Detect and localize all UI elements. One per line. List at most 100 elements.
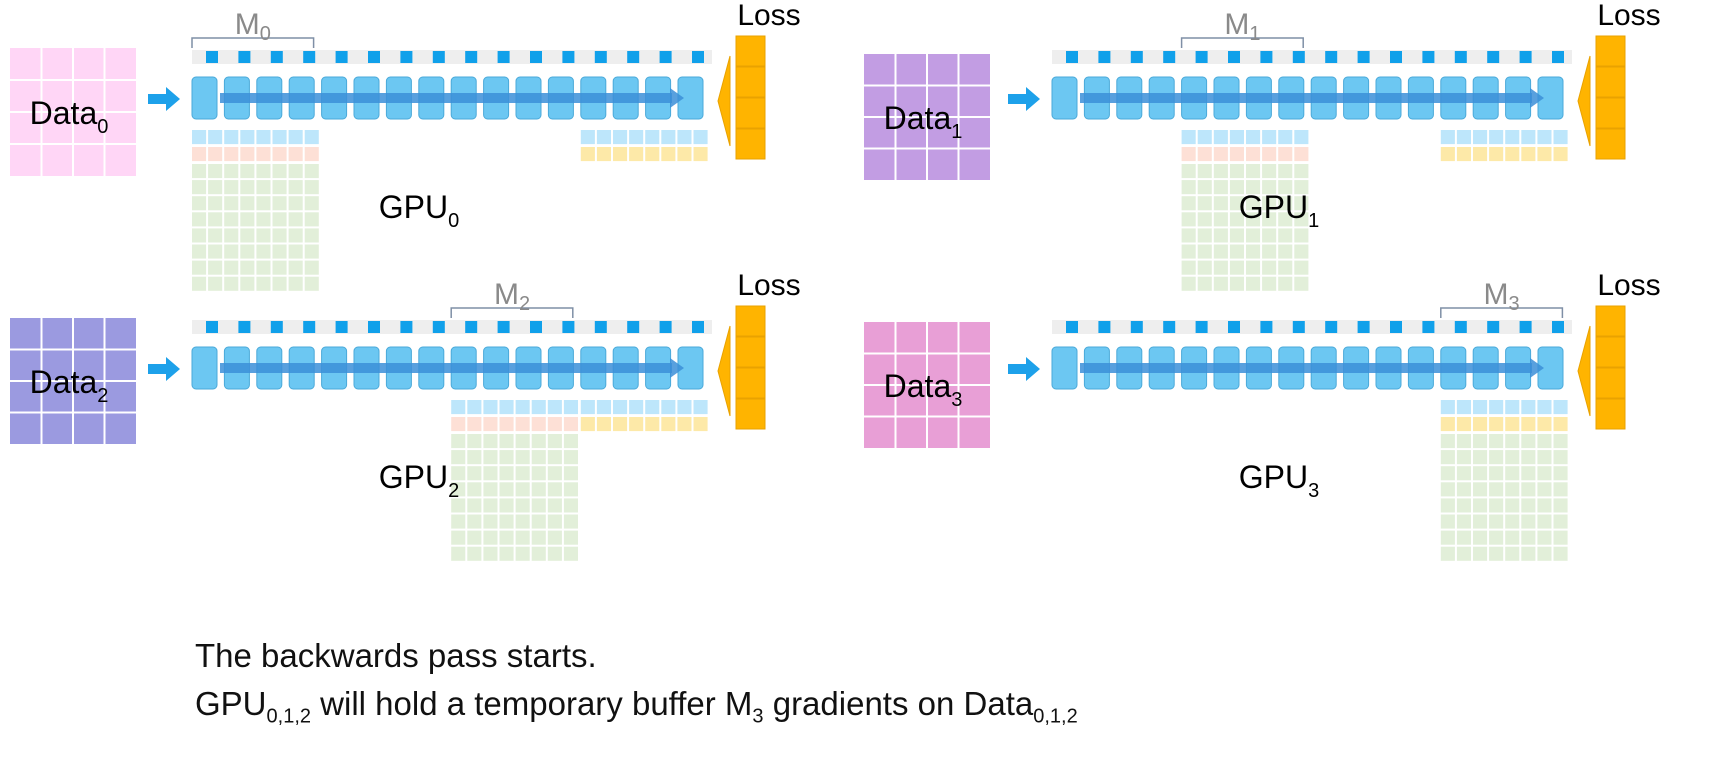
gpu-label-sub: 0 <box>448 210 459 232</box>
param-dot <box>206 321 218 333</box>
param-dot <box>594 51 607 63</box>
buffer-cell <box>531 482 546 497</box>
shard-label-text: M <box>1484 278 1509 311</box>
buffer-cell <box>1262 228 1277 243</box>
param-dot <box>1390 51 1402 63</box>
buffer-cell <box>451 482 466 497</box>
param-dot <box>1422 321 1435 333</box>
caption-line-2: GPU0,1,2 will hold a temporary buffer M3… <box>195 680 1078 741</box>
buffer-cell <box>531 514 546 529</box>
buffer-cell <box>1440 450 1455 465</box>
buffer-cell <box>1278 180 1293 195</box>
buffer-cell <box>304 260 319 275</box>
buffer-cell <box>1537 482 1552 497</box>
buffer-cell <box>1294 147 1309 162</box>
shard-label-text: M <box>494 278 519 311</box>
buffer-cell <box>1229 147 1244 162</box>
buffer-cell <box>1278 244 1293 259</box>
buffer-cell <box>1294 228 1309 243</box>
buffer-cell <box>645 130 660 145</box>
buffer-cell <box>499 530 514 545</box>
loss-cell <box>735 336 766 368</box>
buffer-cell <box>1489 130 1504 145</box>
buffer-cell <box>499 400 514 415</box>
buffer-cell <box>1456 498 1471 513</box>
buffer-cell <box>1505 417 1520 432</box>
buffer-cell <box>256 147 271 162</box>
buffer-cell <box>208 196 223 211</box>
buffer-cell <box>224 164 239 179</box>
param-dot <box>1357 321 1370 333</box>
loss-label: Loss <box>737 0 800 32</box>
buffer-cell <box>1505 482 1520 497</box>
buffer-cell <box>224 196 239 211</box>
buffer-cell <box>1505 147 1520 162</box>
buffer-cell <box>483 400 498 415</box>
input-arrow-icon <box>1008 357 1040 381</box>
param-dot <box>335 51 348 63</box>
buffer-cell <box>1213 276 1228 291</box>
layer-box <box>191 76 218 120</box>
buffer-cell <box>240 196 255 211</box>
loss-cell <box>735 305 766 337</box>
caption-text-a: will hold a temporary buffer M <box>311 685 753 722</box>
buffer-cell <box>1456 130 1471 145</box>
buffer-cell <box>693 400 708 415</box>
buffer-cell <box>1473 466 1488 481</box>
gpu-label-text: GPU <box>379 459 448 495</box>
buffer-cell <box>1440 434 1455 449</box>
buffer-cell <box>1229 228 1244 243</box>
buffer-cell <box>547 514 562 529</box>
param-dot <box>303 51 316 63</box>
buffer-cell <box>563 450 578 465</box>
buffer-cell <box>1213 164 1228 179</box>
buffer-cell <box>1456 417 1471 432</box>
buffer-cell <box>272 130 287 145</box>
flow-arrow-shaft <box>220 93 672 103</box>
buffer-cell <box>1262 260 1277 275</box>
buffer-cell <box>451 546 466 561</box>
param-dot <box>465 321 478 333</box>
caption-m-sub: 3 <box>752 705 764 728</box>
buffer-cell <box>1197 260 1212 275</box>
buffer-cell <box>192 196 207 211</box>
buffer-cell <box>1489 417 1504 432</box>
buffer-cell <box>208 228 223 243</box>
shard-bracket <box>450 307 574 318</box>
shard-bracket <box>191 37 315 48</box>
buffer-cell <box>1473 546 1488 561</box>
buffer-cell <box>192 244 207 259</box>
shard-label-sub: 0 <box>260 23 271 45</box>
buffer-cell <box>1473 434 1488 449</box>
gpu-label-text: GPU <box>1239 189 1308 225</box>
buffer-cell <box>1262 164 1277 179</box>
buffer-cell <box>1246 212 1261 227</box>
buffer-cell <box>1505 514 1520 529</box>
buffer-cell <box>1440 514 1455 529</box>
buffer-cell <box>208 180 223 195</box>
layer-box <box>1051 76 1078 120</box>
buffer-cell <box>208 212 223 227</box>
param-dot <box>432 51 445 63</box>
buffer-cell <box>1456 482 1471 497</box>
buffer-cell <box>1505 450 1520 465</box>
buffer-cell <box>515 417 530 432</box>
data-label: Data1 <box>884 100 963 143</box>
buffer-cell <box>1473 482 1488 497</box>
buffer-cell <box>1440 130 1455 145</box>
buffer-cell <box>1246 260 1261 275</box>
buffer-cell <box>288 228 303 243</box>
buffer-cell <box>208 130 223 145</box>
buffer-cell <box>1537 434 1552 449</box>
gpu-label-sub: 1 <box>1308 210 1319 232</box>
buffer-cell <box>1440 147 1455 162</box>
buffer-cell <box>1278 260 1293 275</box>
buffer-cell <box>1537 417 1552 432</box>
param-dot <box>1228 51 1240 63</box>
buffer-cell <box>483 482 498 497</box>
buffer-cell <box>304 180 319 195</box>
loss-back-arrow-icon <box>717 55 731 147</box>
buffer-cell <box>1456 400 1471 415</box>
